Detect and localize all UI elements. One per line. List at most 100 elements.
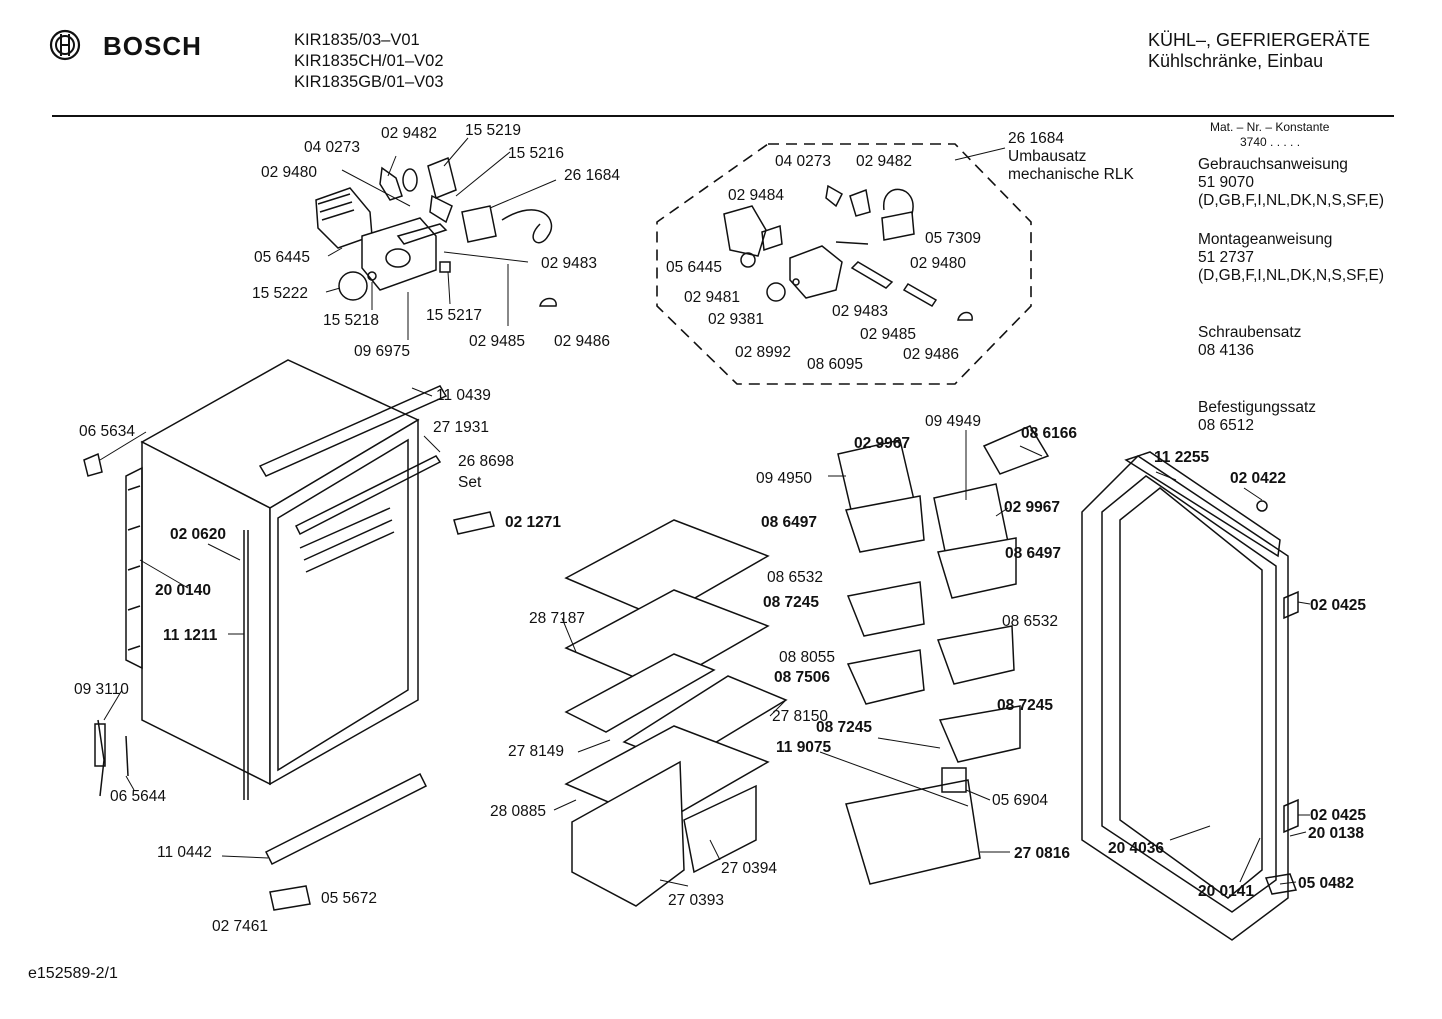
part-label: 28 0885 (490, 803, 546, 820)
part-label: Set (458, 474, 482, 491)
part-label: 02 9484 (728, 187, 784, 204)
part-label: 08 6497 (1005, 545, 1061, 562)
part-label: 05 6445 (666, 259, 722, 276)
part-label: 02 9967 (1004, 499, 1060, 516)
part-label: 02 0422 (1230, 470, 1286, 487)
mat-nr-value: 3740 . . . . . (1240, 135, 1301, 149)
group-title: Gebrauchsanweisung (1198, 156, 1348, 173)
part-label: 08 8055 (779, 649, 835, 666)
part-label: 08 7506 (774, 669, 830, 686)
part-label: 08 7245 (763, 594, 819, 611)
part-label: 04 0273 (304, 139, 360, 156)
thermostat-assembly (315, 156, 553, 301)
part-label: 02 9381 (708, 311, 764, 328)
part-label: 06 5644 (110, 788, 166, 805)
part-label: 02 0425 (1310, 597, 1366, 614)
category-title: KÜHL–, GEFRIERGERÄTE (1148, 30, 1371, 50)
glass-shelves (564, 519, 788, 907)
model-list: KIR1835/03–V01 KIR1835CH/01–V02 KIR1835G… (294, 30, 444, 93)
part-label: 08 7245 (997, 697, 1053, 714)
part-label: 15 5216 (508, 145, 564, 162)
part-label: 11 1211 (163, 627, 218, 644)
manual-group-schrauben: Schraubensatz 08 4136 (1198, 324, 1301, 360)
part-label: 08 6095 (807, 356, 863, 373)
part-label: 02 9481 (684, 289, 740, 306)
sensor-probes (94, 719, 129, 797)
group-title: Montageanweisung (1198, 231, 1333, 248)
part-label: 08 6532 (1002, 613, 1058, 630)
manual-group-befestigung: Befestigungssatz 08 6512 (1198, 399, 1316, 435)
bosch-armature-icon (49, 29, 81, 61)
part-label: 11 0439 (436, 387, 491, 404)
part-label: 08 6532 (767, 569, 823, 586)
manual-group-montage: Montageanweisung 51 2737 (D,GB,F,I,NL,DK… (1198, 231, 1384, 285)
part-label: 02 9482 (381, 125, 437, 142)
cabinet-housing (125, 359, 448, 800)
kit-description: 26 1684 Umbausatz mechanische RLK (1008, 130, 1134, 184)
part-label: 20 0140 (155, 582, 211, 599)
part-label: 26 8698 (458, 453, 514, 470)
group-number: 08 4136 (1198, 342, 1255, 359)
part-label: 27 8150 (772, 708, 828, 725)
group-title: Schraubensatz (1198, 324, 1302, 341)
part-label: 27 0393 (668, 892, 724, 909)
part-label: 09 4950 (756, 470, 812, 487)
bottom-rail (264, 772, 428, 911)
part-label: 15 5218 (323, 312, 379, 329)
part-label: 27 0816 (1014, 845, 1070, 862)
clip-part (539, 297, 557, 307)
group-number: 08 6512 (1198, 417, 1255, 434)
part-label: 09 6975 (354, 343, 410, 360)
diagram-code: e152589-2/1 (28, 965, 118, 982)
part-label: 05 6445 (254, 249, 310, 266)
part-label: 02 9485 (860, 326, 916, 343)
kit-parts (723, 184, 973, 321)
part-label: 02 9483 (832, 303, 888, 320)
part-label: 11 9075 (776, 739, 832, 756)
part-label: 27 1931 (433, 419, 489, 436)
part-label: 08 7245 (816, 719, 872, 736)
header-rule (52, 115, 1394, 117)
part-label: 20 0141 (1198, 883, 1254, 900)
kit-boundary (656, 143, 1032, 385)
hinge-set-part (453, 511, 495, 535)
part-label: 15 5217 (426, 307, 482, 324)
part-label: 15 5222 (252, 285, 308, 302)
category: KÜHL–, GEFRIERGERÄTE Kühlschränke, Einba… (1148, 30, 1370, 72)
part-label: 02 9485 (469, 333, 525, 350)
part-label: 27 8149 (508, 743, 564, 760)
model-number: KIR1835/03–V01 (294, 31, 420, 49)
clip-part (83, 452, 103, 477)
kit-line-2: mechanische RLK (1008, 166, 1134, 183)
part-label: 05 7309 (925, 230, 981, 247)
part-label: 02 9480 (910, 255, 966, 272)
part-label: 15 5219 (465, 122, 521, 139)
part-label: 02 9480 (261, 164, 317, 181)
leader-lines (99, 137, 1311, 887)
kit-number: 26 1684 (1008, 130, 1065, 147)
part-label: 05 5672 (321, 890, 377, 907)
kit-line-1: Umbausatz (1008, 148, 1087, 165)
group-number: 51 2737 (1198, 249, 1255, 266)
part-label: 04 0273 (775, 153, 831, 170)
part-label: 20 0138 (1308, 825, 1364, 842)
mat-nr-label: Mat. – Nr. – Konstante (1210, 120, 1330, 134)
part-label: 02 8992 (735, 344, 791, 361)
group-languages: (D,GB,F,I,NL,DK,N,S,SF,E) (1198, 192, 1385, 209)
part-label: 02 9967 (854, 435, 910, 452)
part-label: 20 4036 (1108, 840, 1164, 857)
part-label: 28 7187 (529, 610, 585, 627)
part-label: 11 2255 (1154, 449, 1210, 466)
part-label: 02 7461 (212, 918, 268, 935)
model-number: KIR1835CH/01–V02 (294, 52, 444, 70)
part-label: 09 4949 (925, 413, 981, 430)
part-label: 26 1684 (564, 167, 620, 184)
bosch-logo (48, 28, 82, 67)
group-number: 51 9070 (1198, 174, 1255, 191)
part-label: 08 6497 (761, 514, 817, 531)
part-label: 02 0620 (170, 526, 226, 543)
part-label: 06 5634 (79, 423, 135, 440)
part-label: 02 1271 (505, 514, 561, 531)
part-label: 02 9486 (554, 333, 610, 350)
